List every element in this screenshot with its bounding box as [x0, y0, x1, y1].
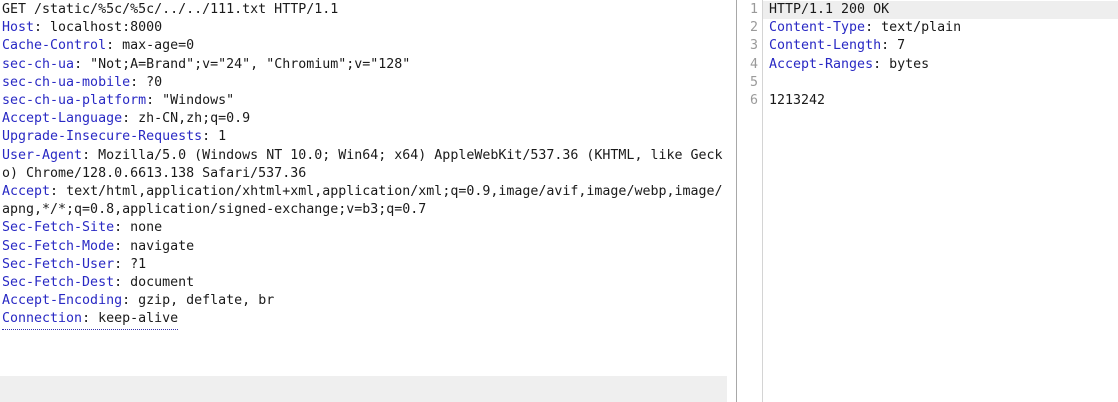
request-header-line: Cache-Control: max-age=0 — [2, 37, 728, 55]
request-header-line: Host: localhost:8000 — [2, 19, 728, 37]
request-header-name: Host — [2, 20, 35, 36]
panel-splitter[interactable] — [736, 0, 739, 402]
header-separator: : — [74, 56, 91, 72]
request-status-bar — [0, 376, 727, 402]
request-header-value: Mozilla/5.0 (Windows NT 10.0; Win64; x64… — [2, 147, 723, 181]
request-header-line: Accept-Encoding: gzip, deflate, br — [2, 292, 728, 310]
request-header-value: "Not;A=Brand";v="24", "Chromium";v="128" — [90, 56, 411, 72]
request-header-value: text/html,application/xhtml+xml,applicat… — [2, 184, 723, 218]
header-separator: : — [114, 275, 131, 291]
response-status-line: HTTP/1.1 200 OK — [763, 1, 1118, 20]
response-blank-line — [763, 74, 1118, 92]
request-header-line: Sec-Fetch-Dest: document — [2, 274, 728, 292]
request-header-line: Accept-Language: zh-CN,zh;q=0.9 — [2, 110, 728, 128]
request-header-line: Sec-Fetch-User: ?1 — [2, 256, 728, 274]
request-header-value: localhost:8000 — [50, 20, 163, 36]
line-number: 1 — [749, 2, 758, 17]
request-header-name: Upgrade-Insecure-Requests — [2, 129, 203, 145]
line-number: 2 — [749, 20, 758, 36]
request-header-name: Accept — [2, 184, 51, 200]
request-header-name: Sec-Fetch-Dest — [2, 275, 115, 291]
header-separator: : — [82, 147, 99, 163]
header-separator: : — [122, 111, 139, 127]
response-header-name: Content-Type — [769, 20, 866, 36]
line-number: 5 — [749, 74, 758, 90]
request-header-value: ?1 — [130, 256, 147, 272]
response-header-line: Content-Length: 7 — [763, 37, 1118, 55]
request-panel[interactable]: GET /static/%5c/%5c/../../111.txt HTTP/1… — [0, 0, 736, 402]
request-header-name: Accept-Language — [2, 111, 123, 127]
request-header-line: Sec-Fetch-Site: none — [2, 219, 728, 237]
request-header-line: sec-ch-ua-platform: "Windows" — [2, 92, 728, 110]
request-header-value: zh-CN,zh;q=0.9 — [138, 111, 251, 127]
header-separator: : — [146, 93, 163, 109]
header-separator: : — [202, 129, 219, 145]
request-start-line: GET /static/%5c/%5c/../../111.txt HTTP/1… — [2, 1, 728, 19]
response-body-text: 1213242 — [769, 93, 826, 109]
focused-line-underline: Connection: keep-alive — [2, 310, 179, 330]
request-header-value: "Windows" — [162, 93, 235, 109]
request-header-value: max-age=0 — [122, 38, 195, 54]
response-header-name: Content-Length — [769, 38, 882, 54]
response-header-value: text/plain — [881, 20, 962, 36]
response-header-name: Accept-Ranges — [769, 56, 874, 72]
request-header-line: sec-ch-ua-mobile: ?0 — [2, 74, 728, 92]
header-separator: : — [114, 256, 131, 272]
header-separator: : — [114, 220, 131, 236]
header-separator: : — [122, 293, 139, 309]
header-separator: : — [82, 311, 99, 327]
request-header-line: Accept: text/html,application/xhtml+xml,… — [2, 183, 728, 219]
request-header-name: sec-ch-ua-platform — [2, 93, 147, 109]
request-header-value: ?0 — [146, 74, 163, 90]
header-separator: : — [50, 184, 67, 200]
response-header-line: Content-Type: text/plain — [763, 19, 1118, 37]
header-separator: : — [873, 56, 890, 72]
response-status-text: HTTP/1.1 200 OK — [769, 2, 890, 17]
request-header-name: Cache-Control — [2, 38, 107, 54]
request-header-value: 1 — [218, 129, 227, 145]
request-header-value: gzip, deflate, br — [138, 293, 275, 309]
line-number: 6 — [749, 93, 758, 109]
request-header-name: Sec-Fetch-Mode — [2, 238, 115, 254]
request-header-name: User-Agent — [2, 147, 83, 163]
request-header-line: Connection: keep-alive — [2, 310, 728, 330]
request-header-value: none — [130, 220, 163, 236]
request-header-line: Sec-Fetch-Mode: navigate — [2, 238, 728, 256]
response-header-value: bytes — [889, 56, 930, 72]
request-header-line: User-Agent: Mozilla/5.0 (Windows NT 10.0… — [2, 147, 728, 183]
line-number: 3 — [749, 38, 758, 54]
request-header-name: Sec-Fetch-User — [2, 256, 115, 272]
request-header-name: Sec-Fetch-Site — [2, 220, 115, 236]
line-number: 4 — [749, 56, 758, 72]
request-header-value: keep-alive — [98, 311, 179, 327]
request-header-value: document — [130, 275, 195, 291]
response-header-line: Accept-Ranges: bytes — [763, 56, 1118, 74]
request-start-line-text: GET /static/%5c/%5c/../../111.txt HTTP/1… — [2, 2, 339, 17]
header-separator: : — [881, 38, 898, 54]
request-text-area[interactable]: GET /static/%5c/%5c/../../111.txt HTTP/1… — [0, 0, 736, 376]
header-separator: : — [865, 20, 882, 36]
header-separator: : — [34, 20, 51, 36]
blank — [769, 75, 777, 90]
request-header-line: Upgrade-Insecure-Requests: 1 — [2, 128, 728, 146]
header-separator: : — [106, 38, 123, 54]
response-header-value: 7 — [897, 38, 906, 54]
request-header-line: sec-ch-ua: "Not;A=Brand";v="24", "Chromi… — [2, 56, 728, 74]
response-panel[interactable]: 1 2 3 4 5 6 HTTP/1.1 200 OK Content-Type: text… — [739, 0, 1118, 402]
request-header-name: Connection — [2, 311, 83, 327]
request-header-name: sec-ch-ua-mobile — [2, 74, 131, 90]
request-header-name: sec-ch-ua — [2, 56, 75, 72]
request-header-name: Accept-Encoding — [2, 293, 123, 309]
line-number-gutter: 1 2 3 4 5 6 — [739, 0, 763, 402]
response-body-line: 1213242 — [763, 92, 1118, 110]
header-separator: : — [130, 74, 147, 90]
header-separator: : — [114, 238, 131, 254]
request-header-value: navigate — [130, 238, 195, 254]
